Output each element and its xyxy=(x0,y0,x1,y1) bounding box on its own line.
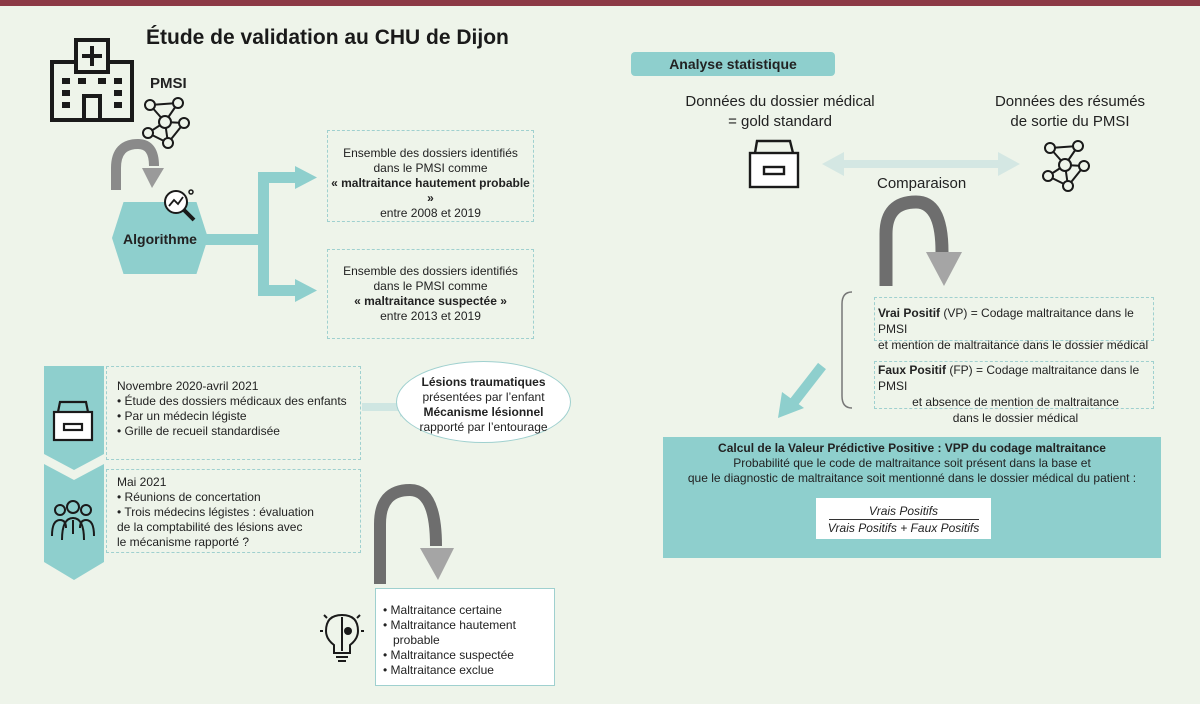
pmsi-summary-line2: de sortie du PMSI xyxy=(1010,113,1130,130)
box1-line4: entre 2008 et 2019 xyxy=(380,206,481,220)
box2-line4: entre 2013 et 2019 xyxy=(380,309,481,323)
oval-line1: Lésions traumatiques xyxy=(421,375,546,389)
vpp-denominator: Vrais Positifs + Faux Positifs xyxy=(827,521,980,535)
step2-item: le mécanisme rapporté ? xyxy=(117,535,250,549)
step2-date: Mai 2021 xyxy=(117,475,167,489)
fp-definition: (FP) = Codage maltraitance dans le PMSI xyxy=(878,363,1140,393)
step1-item: • Étude des dossiers médicaux des enfant… xyxy=(117,394,347,408)
outcome-item: • Maltraitance suspectée xyxy=(383,648,514,662)
bracket xyxy=(841,291,853,409)
step2-item: de la comptabilité des lésions avec xyxy=(117,520,303,534)
lightbulb-brain-icon xyxy=(320,613,364,662)
network-icon xyxy=(1042,140,1090,192)
file-box-icon xyxy=(52,400,94,442)
box2-line2: dans le PMSI comme xyxy=(373,279,488,293)
step1-date: Novembre 2020-avril 2021 xyxy=(117,379,259,393)
arrow-down-left-icon xyxy=(778,362,826,418)
pmsi-label: PMSI xyxy=(150,75,187,92)
comparison-label: Comparaison xyxy=(877,175,967,192)
step1-item: • Par un médecin légiste xyxy=(117,409,247,423)
network-icon xyxy=(142,97,190,149)
medical-record-line1: Données du dossier médical xyxy=(685,93,875,110)
step1-box: Novembre 2020-avril 2021 • Étude des dos… xyxy=(106,366,361,460)
vpp-line1: Probabilité que le code de maltraitance … xyxy=(733,456,1091,470)
fp-term: Faux Positif xyxy=(878,363,947,377)
vpp-line2: que le diagnostic de maltraitance soit m… xyxy=(687,471,1137,485)
curved-arrow-etiology-icon xyxy=(374,483,454,584)
curved-arrow-comparison-icon xyxy=(879,195,962,286)
vpp-title: Calcul de la Valeur Prédictive Positive … xyxy=(718,441,1106,455)
outcome-item: • Maltraitance hautement xyxy=(383,618,516,632)
branch-arrows xyxy=(205,166,317,302)
box2-line3: « maltraitance suspectée » xyxy=(354,294,507,308)
false-positive-box: Faux Positif (FP) = Codage maltraitance … xyxy=(874,361,1154,425)
box1-line2: dans le PMSI comme xyxy=(373,161,488,175)
curved-arrow-icon xyxy=(111,138,164,190)
vp-term: Vrai Positif xyxy=(878,306,941,320)
vpp-formula: Vrais Positifs Vrais Positifs + Faux Pos… xyxy=(816,498,991,539)
step2-item: • Réunions de concertation xyxy=(117,490,261,504)
outcome-list-box: • Maltraitance certaine • Maltraitance h… xyxy=(375,588,555,686)
step1-item: • Grille de recueil standardisée xyxy=(117,424,280,438)
doctors-group-icon xyxy=(51,500,95,541)
box2-line1: Ensemble des dossiers identifiés xyxy=(343,264,518,278)
step2-box: Mai 2021 • Réunions de concertation • Tr… xyxy=(106,469,361,553)
oval-line3: Mécanisme lésionnel xyxy=(423,405,544,419)
fp-line3: dans le dossier médical xyxy=(952,411,1079,425)
fp-line2: et absence de mention de maltraitance xyxy=(912,395,1119,409)
oval-line4: rapporté par l’entourage xyxy=(419,420,548,434)
pmsi-summary-line1: Données des résumés xyxy=(994,93,1146,110)
step2-item: • Trois médecins légistes : évaluation xyxy=(117,505,314,519)
medical-record-label: Données du dossier médical = gold standa… xyxy=(660,92,900,132)
vp-definition: (VP) = Codage maltraitance dans le PMSI xyxy=(878,306,1134,336)
oval-line2: présentées par l’enfant xyxy=(422,390,545,404)
analysis-pill: Analyse statistique xyxy=(631,52,835,76)
outcome-item: • Maltraitance exclue xyxy=(383,663,494,677)
dataset-box-suspected: Ensemble des dossiers identifiés dans le… xyxy=(327,249,534,339)
outcome-item: probable xyxy=(393,633,440,647)
vpp-panel: Calcul de la Valeur Prédictive Positive … xyxy=(663,437,1161,558)
hospital-icon xyxy=(50,38,134,122)
dataset-box-high-probability: Ensemble des dossiers identifiés dans le… xyxy=(327,130,534,222)
medical-record-line2: = gold standard xyxy=(728,113,832,130)
fraction-bar xyxy=(828,519,979,520)
algorithm-label: Algorithme xyxy=(123,231,197,247)
pmsi-summary-label: Données des résumés de sortie du PMSI xyxy=(960,92,1180,132)
box1-line3: « maltraitance hautement probable » xyxy=(331,176,530,205)
top-accent-bar xyxy=(0,0,1200,6)
vpp-numerator: Vrais Positifs xyxy=(868,504,939,518)
injury-mechanism-oval: Lésions traumatiques présentées par l’en… xyxy=(396,361,571,443)
true-positive-box: Vrai Positif (VP) = Codage maltraitance … xyxy=(874,297,1154,352)
file-box-icon xyxy=(748,139,800,189)
box1-line1: Ensemble des dossiers identifiés xyxy=(343,146,518,160)
double-arrow-icon xyxy=(822,152,1020,176)
page-title: Étude de validation au CHU de Dijon xyxy=(146,26,509,49)
outcome-item: • Maltraitance certaine xyxy=(383,603,502,617)
magnifier-chart-icon xyxy=(164,189,196,222)
algorithm-hexagon xyxy=(112,202,208,274)
vp-line2: et mention de maltraitance dans le dossi… xyxy=(878,338,1149,352)
